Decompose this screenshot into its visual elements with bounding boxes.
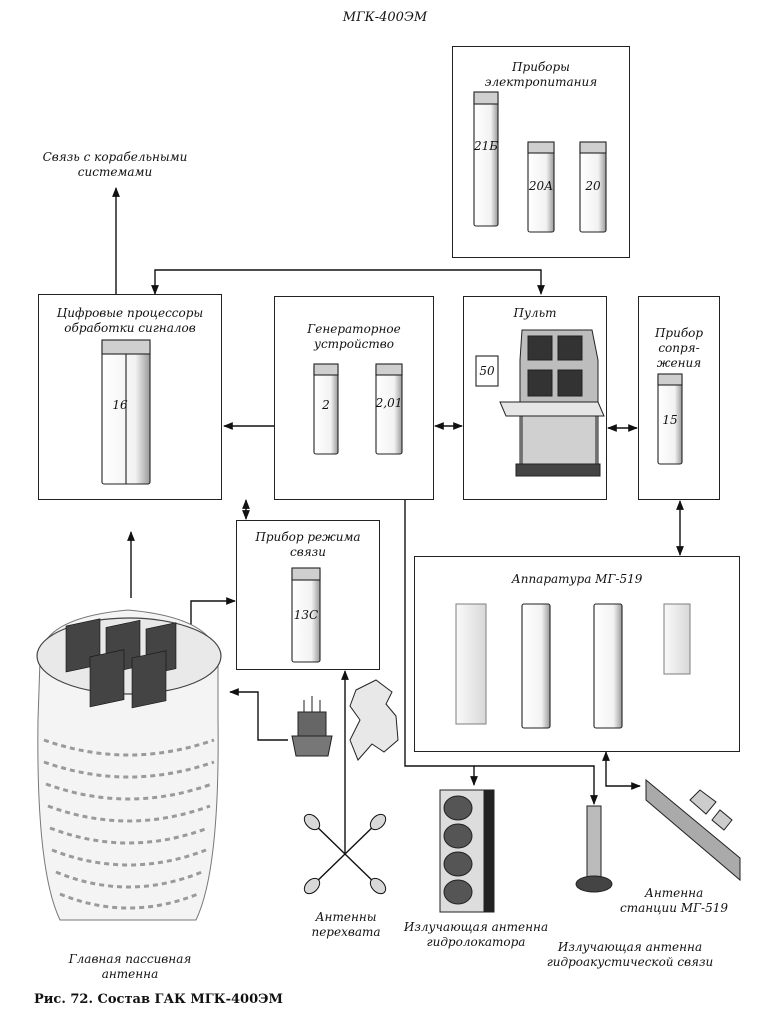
unit-50: [475, 355, 499, 387]
mg519-unit-4: [663, 603, 691, 675]
ship-systems-label-2: системами: [77, 165, 153, 179]
sonar-antenna-drawing: [439, 789, 495, 913]
intercept-label-2: перехвата: [311, 925, 381, 939]
ship-systems-label-1: Связь с корабельными: [42, 150, 188, 164]
comm-title-2: связи: [290, 545, 326, 559]
generator-title-2: устройство: [313, 337, 394, 351]
label-15: 15: [662, 413, 678, 427]
main-antenna-label-2: антенна: [101, 967, 159, 981]
dsp-console-link: [151, 269, 545, 295]
intercept-cross-b: [309, 819, 381, 889]
interface-title-3: жения: [656, 356, 702, 370]
mg519-unit-1: [455, 603, 487, 725]
label-20a: 20А: [528, 179, 554, 193]
station-label-1: Антенна: [644, 886, 704, 900]
power-title-2: электропитания: [484, 75, 598, 89]
dsp-title-2: обработки сигналов: [64, 321, 196, 335]
label-201: 2,01: [375, 396, 403, 410]
interface-title-2: сопря-: [658, 341, 700, 355]
comm-title-1: Прибор режима: [255, 530, 361, 544]
label-21b: 21Б: [473, 139, 499, 153]
mg519-unit-2: [521, 603, 551, 729]
main-antenna-drawing: [36, 609, 222, 921]
acoustic-label-1: Излучающая антенна: [557, 940, 703, 954]
diagram-title: МГК-400ЭМ: [342, 10, 428, 25]
cabinet-21b: [473, 91, 499, 227]
figure-caption: Рис. 72. Состав ГАК МГК-400ЭМ: [34, 992, 283, 1007]
generator-title-1: Генераторное: [307, 322, 401, 336]
small-transducer: [291, 696, 333, 757]
label-50: 50: [479, 364, 495, 378]
mg519-unit-3: [593, 603, 623, 729]
main-antenna-label-1: Главная пассивная: [68, 952, 192, 966]
console-title: Пульт: [513, 306, 557, 320]
mg519-station-link: [602, 751, 641, 790]
sonar-label-1: Излучающая антенна: [403, 920, 549, 934]
station-label-2: станции МГ-519: [620, 901, 728, 915]
gen-acoustic-link: [474, 765, 598, 805]
gen-sonar-link: [404, 500, 478, 786]
transducer-antenna-link: [229, 688, 288, 741]
generator-box: [274, 296, 434, 500]
label-2: 2: [322, 398, 330, 412]
dsp-title-1: Цифровые процессоры: [56, 306, 204, 320]
sonar-label-2: гидролокатора: [426, 935, 526, 949]
mg519-title: Аппаратура МГ-519: [511, 572, 643, 586]
label-16: 16: [112, 398, 128, 412]
station-antenna-drawing: [645, 778, 741, 882]
label-20: 20: [585, 179, 601, 193]
interface-title-1: Прибор: [654, 326, 704, 340]
power-title-1: Приборы: [512, 60, 570, 74]
label-13c: 13С: [293, 608, 319, 622]
acoustic-label-2: гидроакустической связи: [546, 955, 714, 969]
h-shape-element: [349, 679, 399, 761]
intercept-label-1: Антенны: [315, 910, 377, 924]
acoustic-antenna-drawing: [575, 805, 613, 893]
console-workstation: [499, 329, 605, 477]
